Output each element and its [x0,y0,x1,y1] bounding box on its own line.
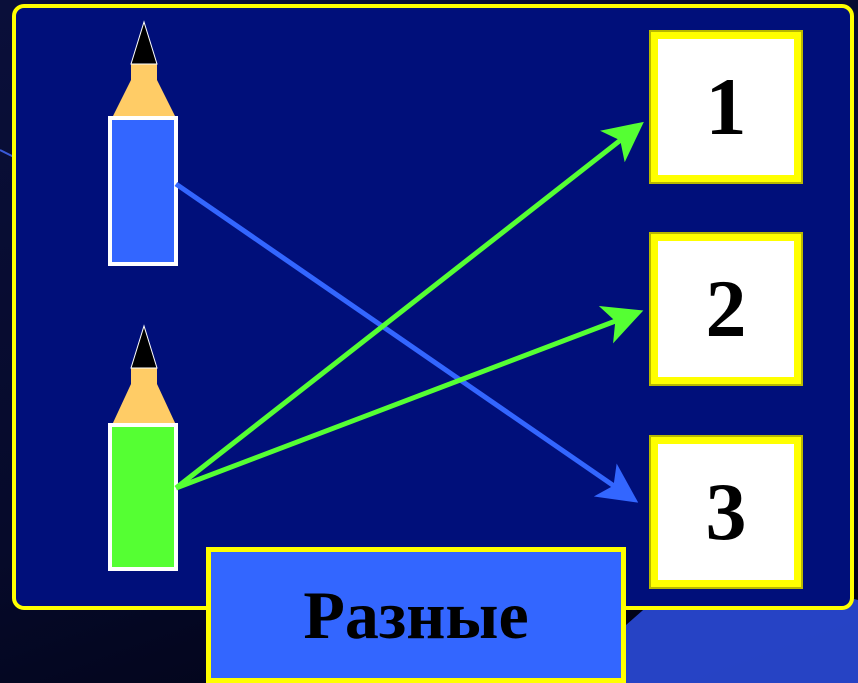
green-pencil-wood [112,384,176,425]
number-label-3: 3 [705,466,747,557]
arrow-green-to-1 [174,121,644,490]
number-box-3: 3 [649,435,803,589]
green-pencil-body [108,423,178,571]
number-label-2: 2 [705,263,747,354]
green-pencil-lead [130,324,158,369]
number-box-2: 2 [649,232,803,386]
number-label-1: 1 [705,61,747,152]
caption-box: Разные [206,547,626,683]
caption-text: Разные [303,576,529,653]
arrow-green-to-2 [175,305,644,491]
blue-pencil-wood [112,80,176,118]
blue-pencil-body [108,116,178,266]
arrow-blue-to-3 [174,181,639,503]
blue-pencil [108,20,178,266]
number-box-1: 1 [649,30,803,184]
green-pencil [108,324,178,571]
